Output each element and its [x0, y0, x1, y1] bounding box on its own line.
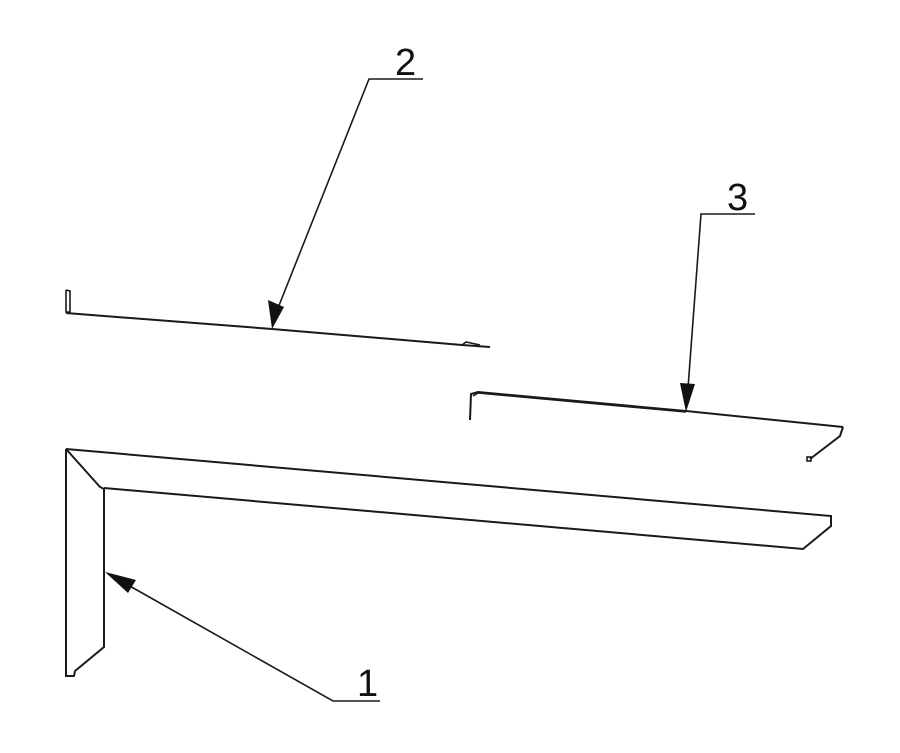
part-3-strip	[469, 390, 844, 462]
callout-1: 1	[105, 572, 380, 705]
callout-2: 2	[268, 42, 423, 329]
callout-label-1: 1	[357, 663, 378, 705]
callout-label-2: 2	[395, 42, 416, 84]
part-1-bracket	[65, 448, 832, 677]
callout-3: 3	[680, 177, 755, 412]
part-2-strip	[65, 289, 491, 348]
callout-label-3: 3	[727, 177, 748, 219]
